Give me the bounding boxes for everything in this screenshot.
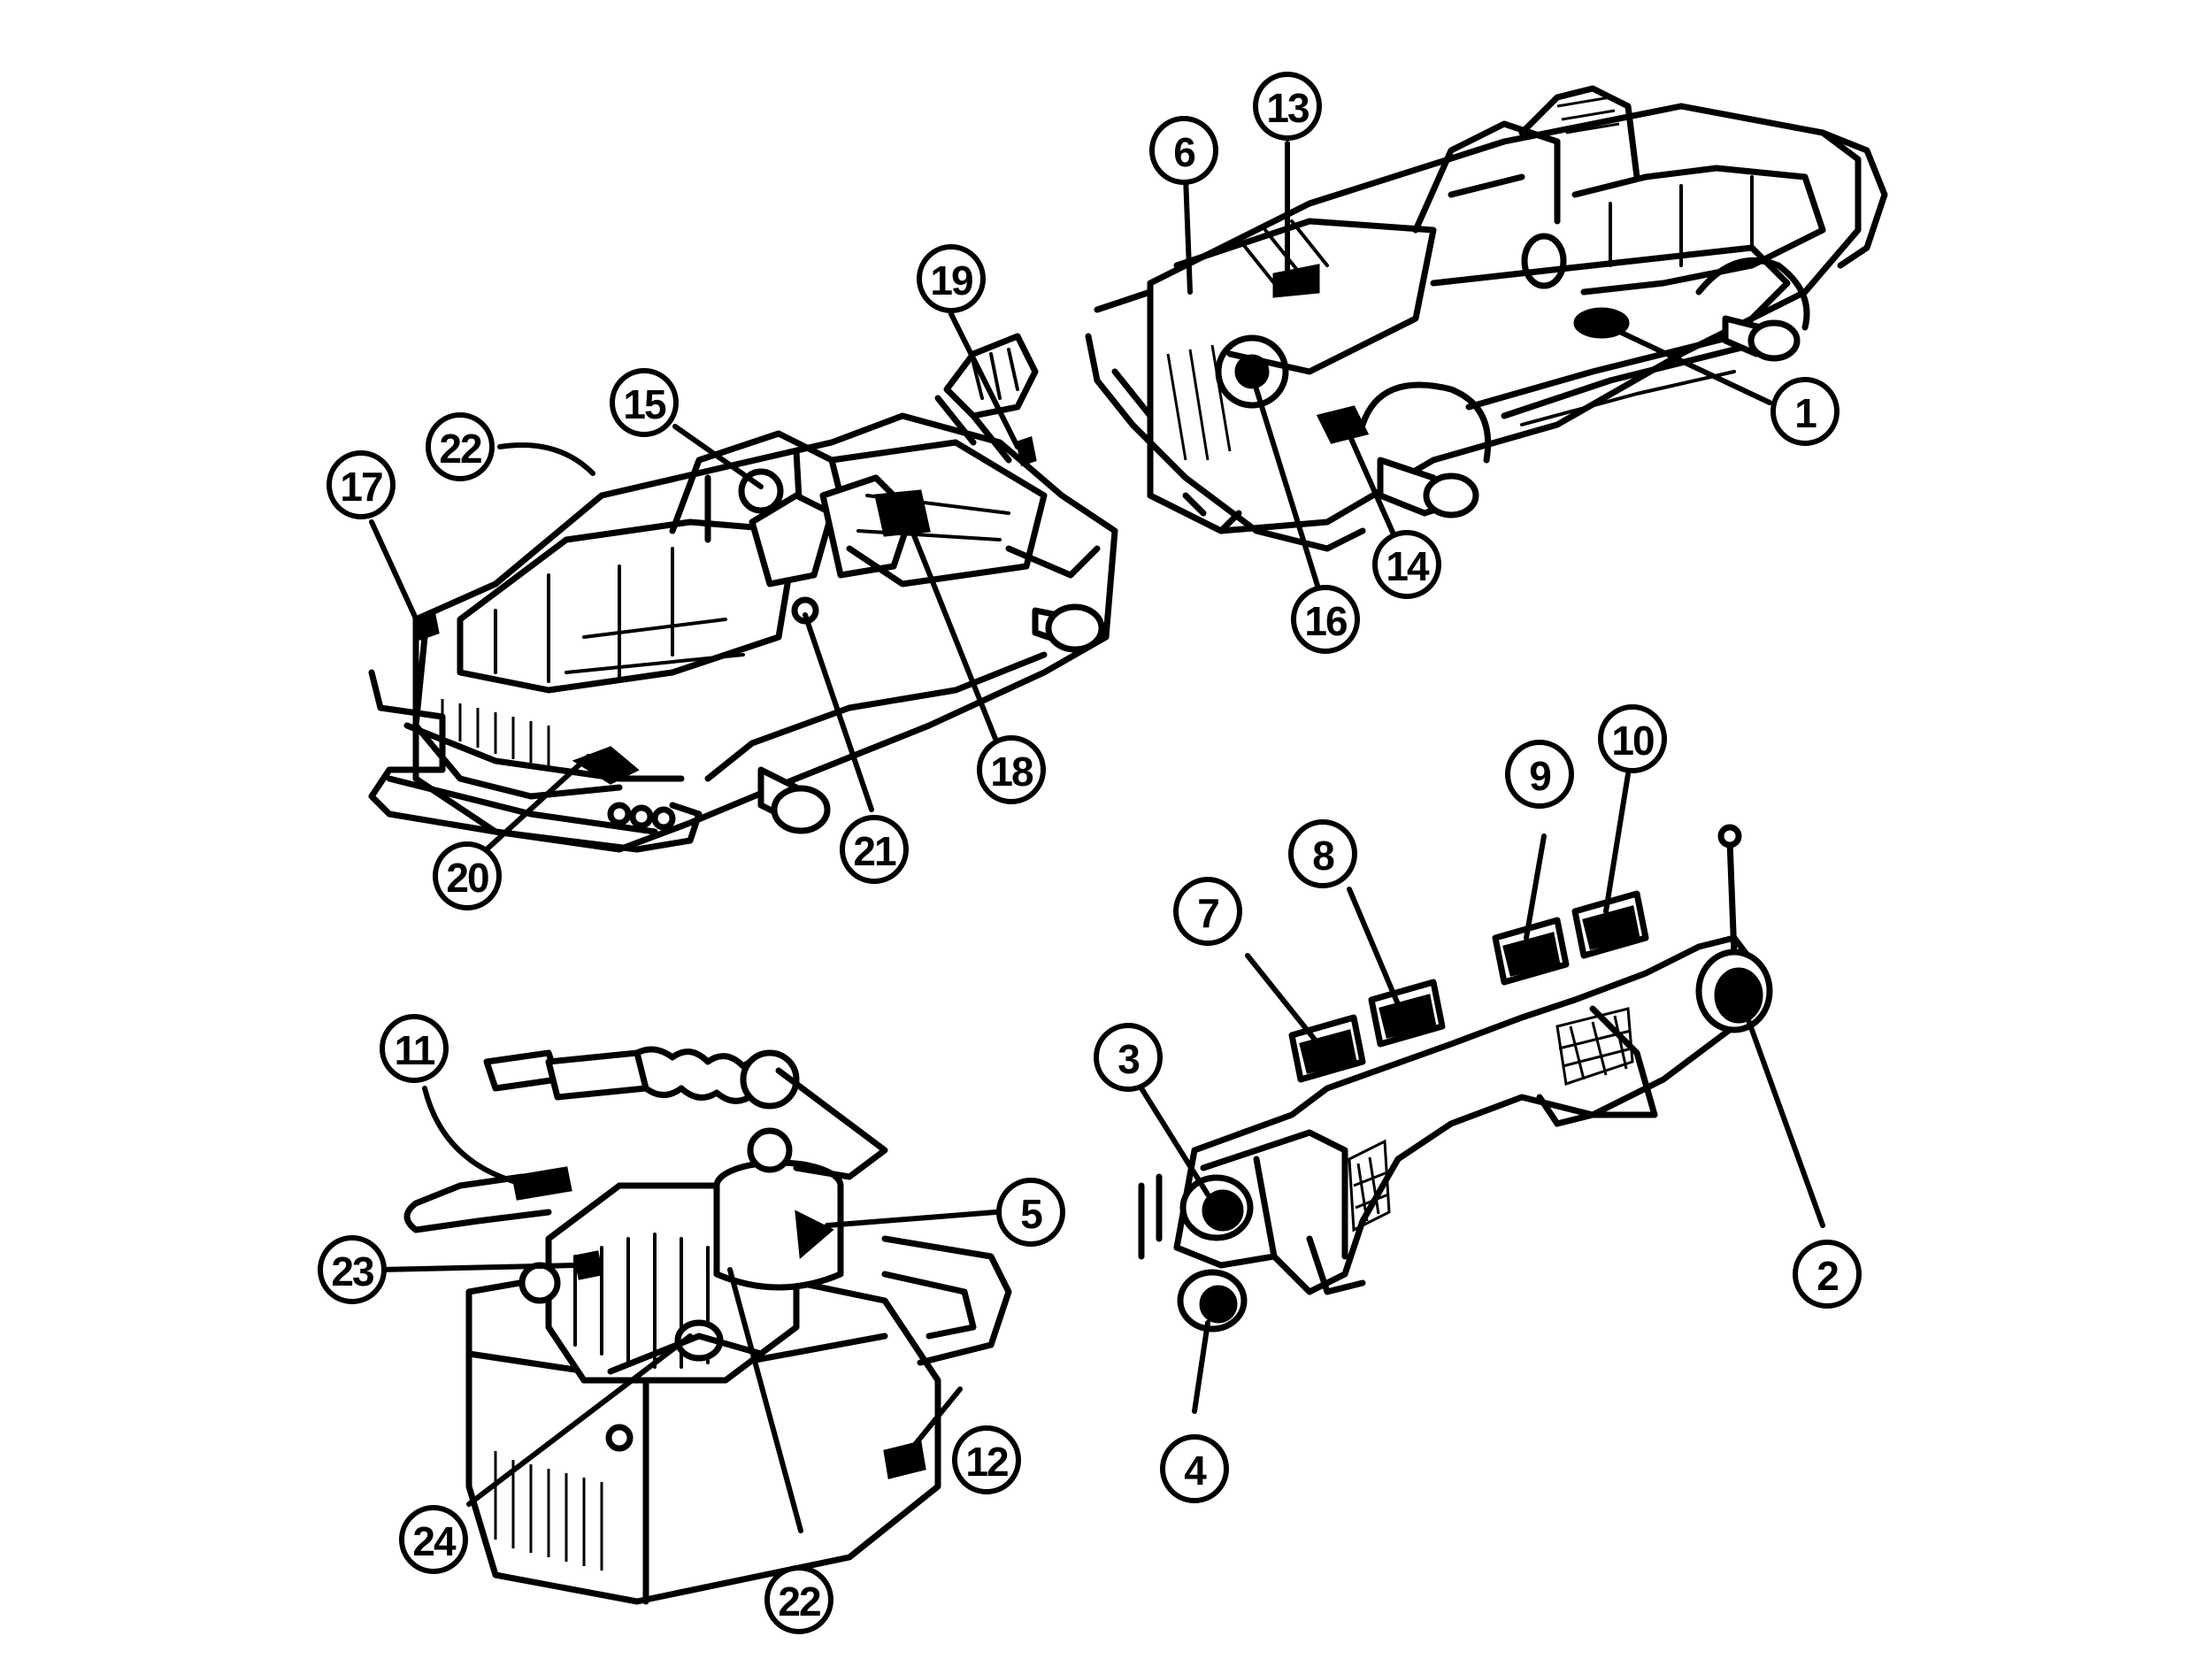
callout-14: 14 xyxy=(1372,530,1441,599)
svg-text:23: 23 xyxy=(331,1248,373,1294)
leader-lines xyxy=(369,141,1825,1533)
callout-24: 24 xyxy=(399,1505,468,1574)
svg-text:3: 3 xyxy=(1118,1036,1139,1082)
callout-4: 4 xyxy=(1160,1434,1229,1503)
callout-9: 9 xyxy=(1505,740,1574,809)
svg-text:17: 17 xyxy=(340,464,382,510)
vehicle-rear-view xyxy=(368,333,1118,853)
svg-text:5: 5 xyxy=(1020,1191,1042,1237)
svg-text:20: 20 xyxy=(446,855,488,901)
svg-text:21: 21 xyxy=(853,828,896,874)
callout-8: 8 xyxy=(1288,819,1357,888)
callout-12: 12 xyxy=(952,1425,1021,1494)
callout-10: 10 xyxy=(1598,704,1667,773)
callout-18: 18 xyxy=(977,735,1046,804)
svg-text:24: 24 xyxy=(412,1518,457,1564)
callout-2: 2 xyxy=(1793,1240,1862,1309)
callout-7: 7 xyxy=(1173,877,1242,946)
svg-text:22: 22 xyxy=(439,426,481,472)
svg-text:15: 15 xyxy=(623,381,666,427)
callout-17: 17 xyxy=(326,450,396,519)
callout-21: 21 xyxy=(840,815,909,884)
svg-text:6: 6 xyxy=(1173,129,1194,175)
svg-text:16: 16 xyxy=(1304,598,1347,644)
svg-text:10: 10 xyxy=(1611,718,1654,764)
callout-16: 16 xyxy=(1291,585,1360,654)
callout-3: 3 xyxy=(1094,1023,1163,1092)
callout-19: 19 xyxy=(917,244,986,313)
svg-text:7: 7 xyxy=(1197,890,1218,936)
callout-23: 23 xyxy=(318,1235,387,1304)
callout-22-top: 22 xyxy=(426,412,495,481)
svg-text:18: 18 xyxy=(990,749,1033,795)
callout-11: 11 xyxy=(380,1014,449,1083)
callout-1: 1 xyxy=(1770,377,1839,446)
svg-text:19: 19 xyxy=(930,257,972,303)
callouts: 1 2 3 4 5 6 7 8 xyxy=(318,72,1862,1634)
engine-weapon-unit xyxy=(403,1046,1012,1605)
callout-5: 5 xyxy=(996,1178,1065,1247)
svg-text:22: 22 xyxy=(778,1578,820,1624)
svg-text:9: 9 xyxy=(1529,753,1550,799)
svg-text:13: 13 xyxy=(1266,85,1309,131)
svg-text:14: 14 xyxy=(1386,543,1430,589)
callout-13: 13 xyxy=(1253,72,1322,141)
svg-text:12: 12 xyxy=(965,1439,1008,1485)
svg-text:1: 1 xyxy=(1794,390,1816,436)
vehicle-front-view xyxy=(1085,85,1888,552)
light-bar-assembly xyxy=(1138,824,1773,1333)
svg-text:8: 8 xyxy=(1312,833,1334,879)
svg-text:4: 4 xyxy=(1184,1448,1207,1494)
callout-6: 6 xyxy=(1149,116,1218,185)
callout-20: 20 xyxy=(433,841,502,910)
svg-text:2: 2 xyxy=(1816,1253,1838,1299)
callout-15: 15 xyxy=(610,368,679,437)
callout-22-bottom: 22 xyxy=(764,1565,833,1634)
svg-text:11: 11 xyxy=(395,1027,435,1073)
